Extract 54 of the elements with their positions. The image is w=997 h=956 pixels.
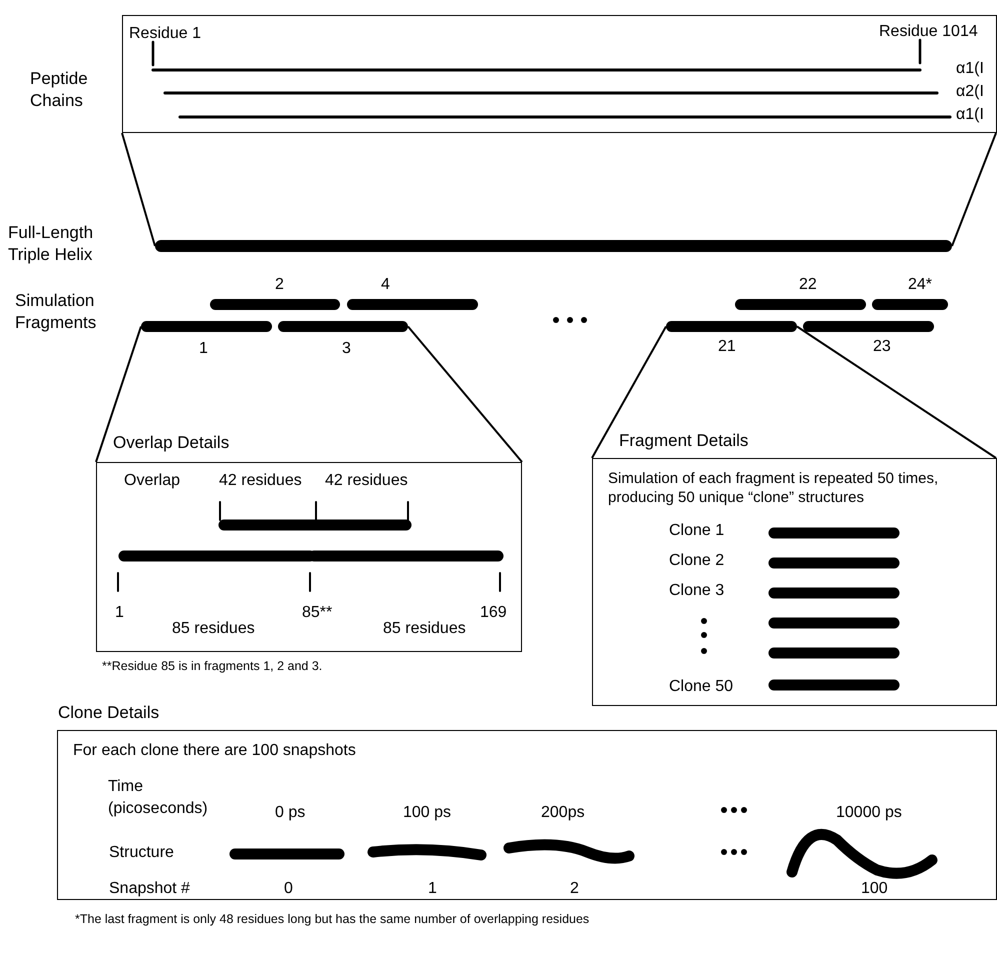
snapshot-number: 1	[428, 879, 437, 898]
span-label: 85 residues	[383, 619, 466, 638]
row-label: Simulation Fragments	[15, 290, 98, 334]
fragment-number: 21	[718, 337, 736, 356]
snapshot-number: 2	[570, 879, 579, 898]
residue-number: 1	[115, 603, 124, 622]
footnote: *The last fragment is only 48 residues long but has the same number of overlapping residues	[75, 911, 590, 928]
row-header: Snapshot #	[109, 879, 190, 898]
chain-label: α2(I	[956, 82, 984, 101]
residue-number: 85**	[302, 603, 332, 622]
axis-label: Overlap	[124, 471, 180, 490]
snapshot-number: 100	[861, 879, 888, 898]
residue-marker-label: Residue 1014	[879, 22, 978, 41]
row-header: Structure	[109, 843, 174, 862]
row-label: Full-Length Triple Helix	[8, 222, 94, 266]
time-label: 10000 ps	[836, 803, 902, 822]
zoom-line	[407, 326, 523, 463]
triple-helix-bar	[155, 240, 952, 252]
row-header: Time (picoseconds)	[108, 777, 209, 819]
row-label: Peptide Chains	[30, 68, 89, 112]
fragment-number: 2	[275, 275, 284, 294]
fragment-number: 4	[381, 275, 390, 294]
chain-label: α1(I	[956, 105, 984, 124]
time-label: 100 ps	[403, 803, 452, 822]
zoom-line	[95, 326, 142, 462]
span-label: 42 residues	[219, 471, 302, 490]
fragment-number: 23	[873, 337, 891, 356]
fragment-number: 3	[342, 339, 351, 358]
snapshot-number: 0	[284, 879, 293, 898]
panel-heading: Clone Details	[58, 703, 160, 722]
clone-label: Clone 2	[669, 551, 724, 570]
clone-label: Clone 3	[669, 581, 724, 600]
fragment-number: 24*	[908, 275, 932, 294]
time-label: 200ps	[541, 803, 585, 822]
residue-number: 169	[480, 603, 507, 622]
description-text: For each clone there are 100 snapshots	[73, 741, 356, 760]
fragment-number: 1	[199, 339, 208, 358]
residue-marker-label: Residue 1	[129, 24, 202, 43]
fragment-number: 22	[799, 275, 817, 294]
zoom-line	[796, 326, 997, 459]
clone-label: Clone 1	[669, 521, 724, 540]
span-label: 85 residues	[172, 619, 255, 638]
zoom-line	[951, 132, 997, 246]
panel-heading: Fragment Details	[619, 431, 748, 450]
time-label: 0 ps	[275, 803, 306, 822]
zoom-line	[591, 326, 667, 458]
footnote: **Residue 85 is in fragments 1, 2 and 3.	[102, 658, 322, 675]
zoom-line	[121, 132, 156, 246]
detail-panel	[122, 15, 997, 133]
chain-label: α1(I	[956, 59, 984, 78]
span-label: 42 residues	[325, 471, 408, 490]
panel-heading: Overlap Details	[113, 433, 230, 452]
description-text: Simulation of each fragment is repeated 50 times, producing 50 unique “clone” structures	[608, 469, 940, 507]
clone-label: Clone 50	[669, 677, 734, 696]
